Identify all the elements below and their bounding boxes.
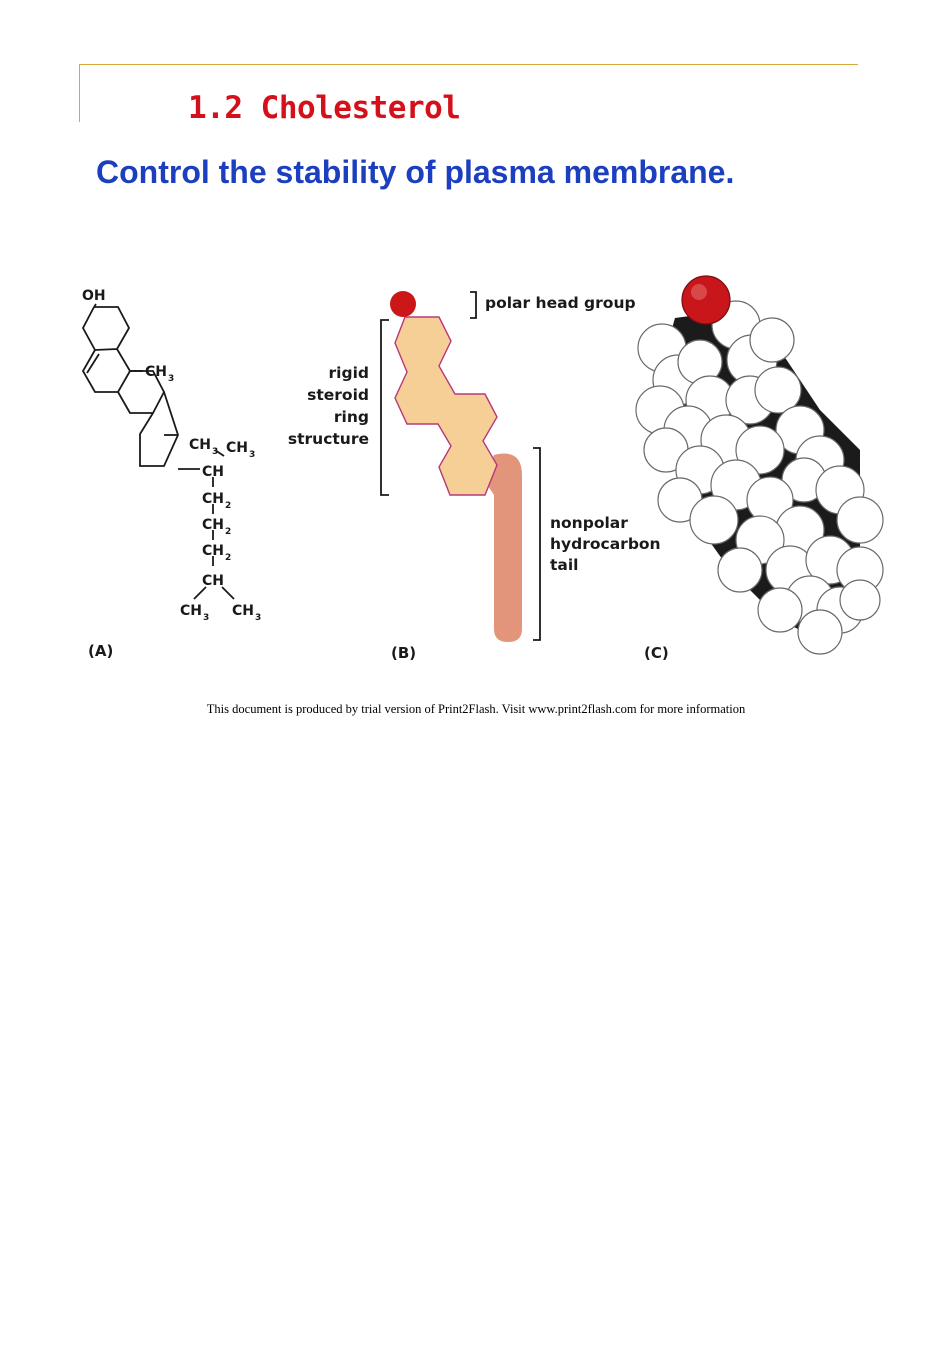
ring-label-line-1: rigid — [329, 364, 369, 382]
tail-label-line-3: tail — [550, 556, 579, 574]
chain-ch3-b-label: CH — [226, 440, 248, 456]
panel-a-structural-formula — [81, 303, 235, 600]
hydrogen-atoms — [635, 300, 884, 655]
chain-ch3-c-label: CH — [180, 603, 202, 619]
ring-label-line-3: ring — [334, 408, 369, 426]
tail-label-line-2: hydrocarbon — [550, 535, 661, 553]
hydrogen-atom — [689, 495, 739, 545]
chain-ch-2-label: CH — [202, 573, 224, 589]
svg-text:3: 3 — [212, 447, 218, 457]
hydrogen-atom — [735, 425, 785, 475]
svg-text:2: 2 — [225, 501, 231, 511]
panel-a-atom-labels: OH CH 3 CH 3 CH 3 CH CH 2 CH 2 CH 2 CH C… — [82, 288, 261, 623]
hydrogen-atom — [839, 579, 881, 621]
polar-head-shape — [390, 291, 416, 317]
cholesterol-figure: OH CH 3 CH 3 CH 3 CH CH 2 CH 2 CH 2 CH C… — [81, 275, 884, 662]
polar-head-label: polar head group — [485, 294, 636, 312]
hydrogen-atom — [757, 587, 803, 633]
chain-ch3-d-label: CH — [232, 603, 254, 619]
svg-text:3: 3 — [249, 450, 255, 460]
ring-label-line-2: steroid — [307, 386, 369, 404]
hydrogen-atom — [749, 317, 795, 363]
oh-label: OH — [82, 288, 106, 304]
panel-c-label: (C) — [644, 644, 669, 662]
panel-b-label: (B) — [391, 644, 416, 662]
panel-c-space-filling-model: (C) — [635, 275, 884, 662]
ring-label-line-4: structure — [288, 430, 369, 448]
tail-label-line-1: nonpolar — [550, 514, 628, 532]
ring-ch3-label: CH — [145, 364, 167, 380]
chain-ch-1-label: CH — [202, 464, 224, 480]
hydrogen-atom — [717, 547, 763, 593]
chain-ch3-a-label: CH — [189, 437, 211, 453]
hydrogen-atom — [754, 366, 802, 414]
head-bracket — [470, 291, 477, 319]
svg-text:2: 2 — [225, 553, 231, 563]
tail-bracket — [533, 447, 541, 641]
chain-ch2-3-label: CH — [202, 543, 224, 559]
hydrocarbon-tail-shape — [484, 453, 522, 642]
trial-watermark-footer: This document is produced by trial versi… — [206, 702, 746, 716]
svg-text:3: 3 — [255, 613, 261, 623]
ring-bracket — [380, 319, 389, 496]
panel-b-schematic: polar head group rigid steroid ring stru… — [288, 291, 661, 662]
steroid-ring-shape — [394, 316, 498, 496]
hydrogen-atom — [836, 496, 884, 544]
svg-text:2: 2 — [225, 527, 231, 537]
panel-a-label: (A) — [88, 642, 113, 660]
slide-title: 1.2 Cholesterol — [188, 90, 461, 126]
svg-text:3: 3 — [168, 374, 174, 384]
oxygen-atom — [681, 275, 731, 325]
chain-ch2-1-label: CH — [202, 491, 224, 507]
hydrogen-atom — [797, 609, 843, 655]
chain-ch2-2-label: CH — [202, 517, 224, 533]
slide-frame-top — [79, 64, 858, 65]
svg-text:3: 3 — [203, 613, 209, 623]
slide-subtitle: Control the stability of plasma membrane… — [96, 154, 735, 190]
slide-frame-left — [79, 64, 80, 122]
